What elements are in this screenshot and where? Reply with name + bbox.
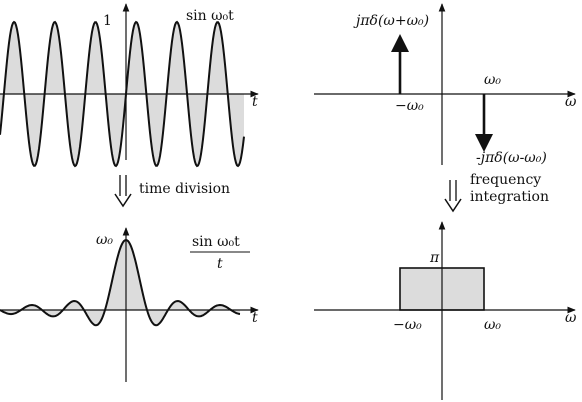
spectrum-axis-label: ω	[565, 94, 577, 110]
spectrum-pos-freq-label: ω₀	[484, 72, 501, 88]
rect-axis-label: ω	[565, 310, 577, 326]
frequency-integration-label-line2: integration	[470, 189, 549, 205]
panel-sine: 1 t sin ω₀t	[0, 3, 259, 168]
rect-pos-freq-label: ω₀	[484, 317, 501, 333]
spectrum-neg-freq-label: −ω₀	[395, 98, 424, 114]
panel-sinc: ω₀ t sin ω₀t t	[0, 227, 259, 382]
sinc-axis-label: t	[252, 310, 258, 326]
sine-amplitude-label: 1	[103, 13, 112, 29]
sinc-curve	[0, 238, 241, 327]
panel-spectrum: ω ω₀ −ω₀ jπδ(ω+ω₀) -jπδ(ω-ω₀)	[314, 3, 577, 166]
sine-axis-label: t	[252, 94, 258, 110]
sine-curve	[0, 20, 245, 168]
panel-rectangle: π ω −ω₀ ω₀	[314, 221, 577, 400]
impulse-up-arrow	[391, 34, 409, 94]
rect-neg-freq-label: −ω₀	[393, 317, 422, 333]
frequency-integration-arrow	[444, 180, 462, 213]
sinc-numerator: sin ω₀t	[192, 234, 240, 250]
sinc-shaded-area	[0, 240, 240, 326]
impulse-lower-label: -jπδ(ω-ω₀)	[476, 150, 547, 166]
impulse-down-arrow	[475, 94, 493, 152]
sine-signal-label: sin ω₀t	[186, 8, 234, 24]
time-division-arrow	[114, 175, 132, 208]
rect-height-label: π	[429, 250, 440, 266]
sinc-peak-label: ω₀	[96, 232, 113, 248]
impulse-upper-label: jπδ(ω+ω₀)	[353, 13, 429, 29]
frequency-integration-label-line1: frequency	[470, 172, 541, 188]
sinc-denominator: t	[217, 256, 223, 272]
time-division-label: time division	[139, 181, 230, 197]
